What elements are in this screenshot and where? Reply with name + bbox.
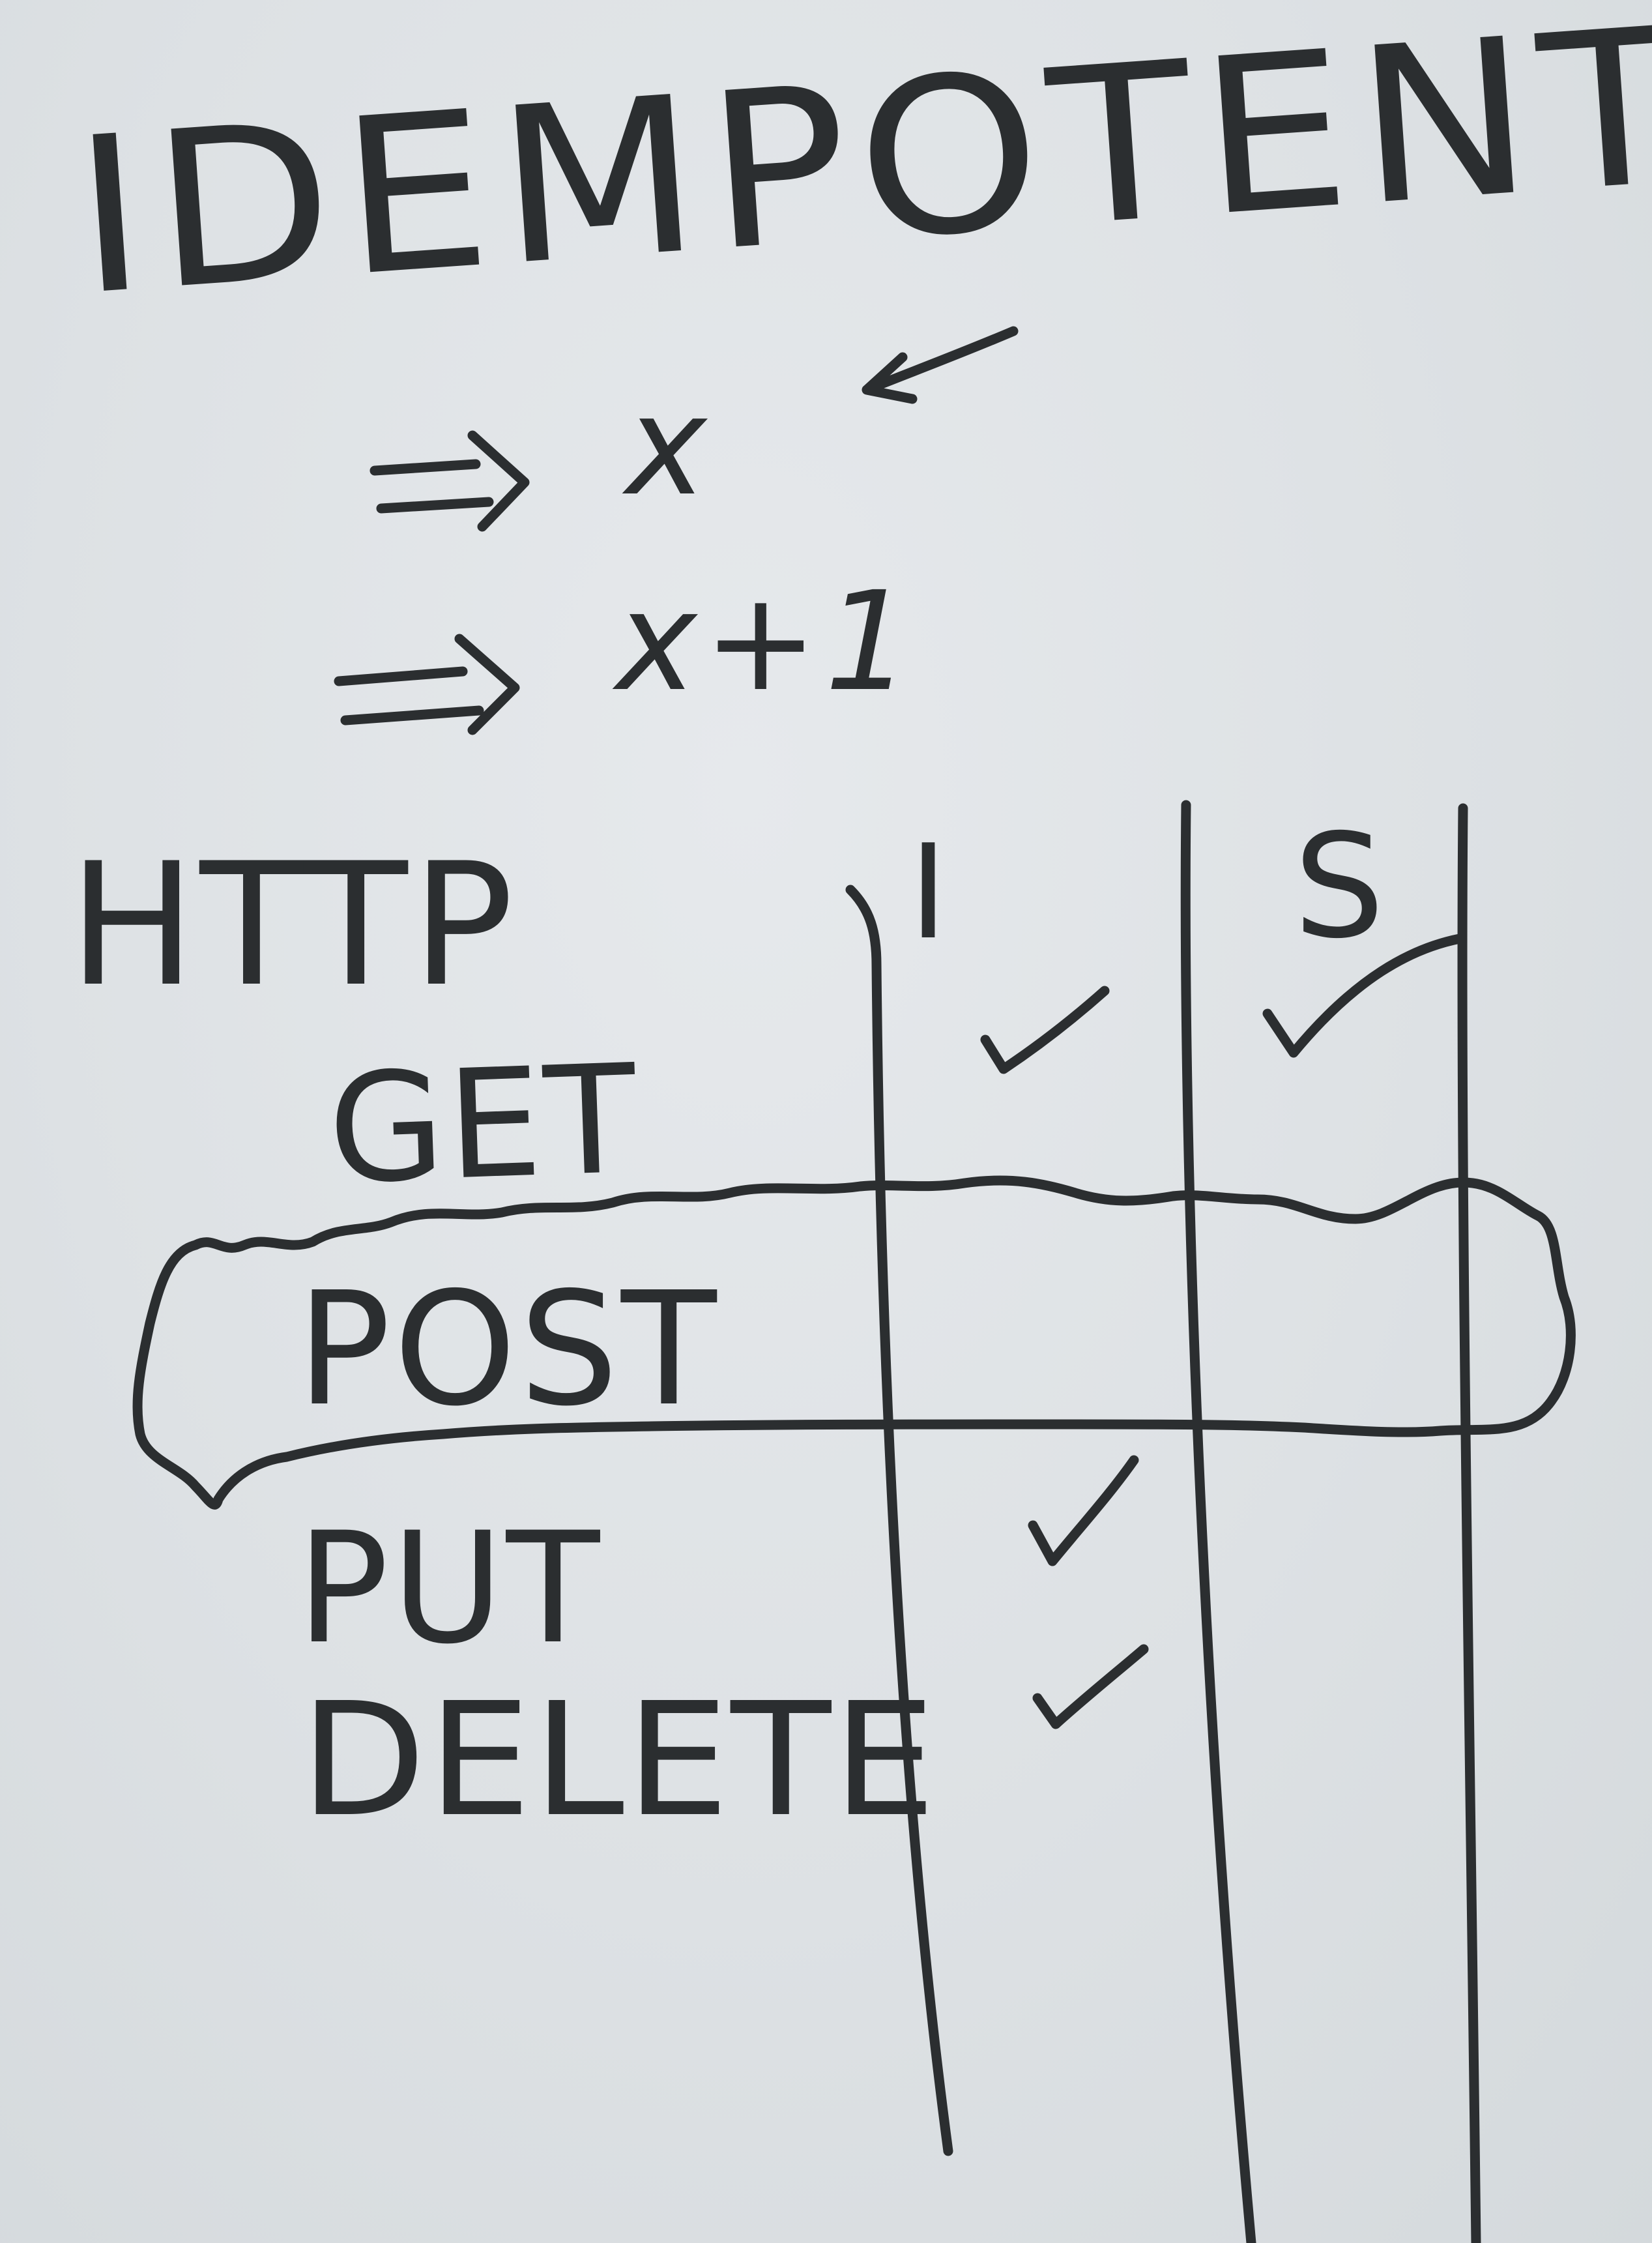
- double-arrow-2: [334, 634, 520, 735]
- column-header-i: I: [909, 817, 948, 969]
- check-mark-delete-i: [1032, 1644, 1149, 1729]
- method-delete: DELETE: [300, 1669, 938, 1851]
- method-get: GET: [325, 1033, 642, 1218]
- column-header-s: S: [1294, 803, 1385, 970]
- example-x-plus-1: x+1: [616, 562, 918, 722]
- table-label-http: HTTP: [68, 827, 518, 1024]
- method-post: POST: [297, 1258, 719, 1441]
- table-rule-1: [845, 885, 953, 2156]
- table-rule-2: [1180, 800, 1256, 2243]
- check-mark-get-s: [1262, 933, 1465, 1058]
- table-rule-3: [1457, 803, 1481, 2243]
- check-mark-get-i: [980, 986, 1110, 1074]
- check-mark-put-i: [1028, 1455, 1139, 1566]
- pointer-arrow: [862, 326, 1019, 404]
- double-arrow-1: [370, 430, 530, 532]
- method-put: PUT: [297, 1500, 603, 1678]
- strike-loop-post: [132, 1175, 1576, 1510]
- example-x: x: [626, 366, 707, 526]
